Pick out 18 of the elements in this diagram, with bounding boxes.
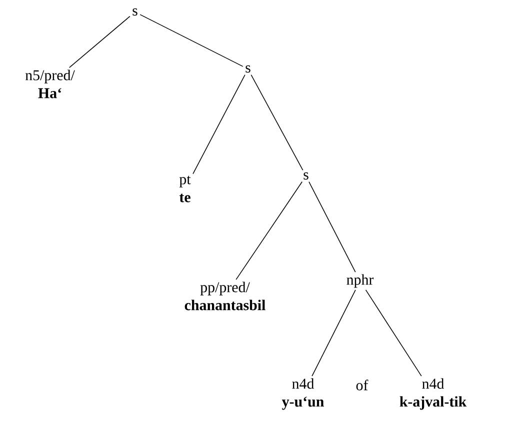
branch-line	[312, 290, 356, 376]
branch-line	[236, 181, 302, 280]
tree-label: n4d k-ajval-tik	[400, 378, 467, 410]
word-label: of	[356, 380, 368, 390]
tree-label: nphr	[346, 274, 374, 288]
tree-label: s	[132, 8, 138, 16]
branch-line	[140, 14, 244, 67]
branch-line	[308, 181, 356, 272]
branch-line	[365, 290, 422, 376]
branch-line	[68, 16, 130, 68]
tree-label: pt te	[179, 176, 191, 202]
tree-label: s	[246, 65, 250, 73]
branch-line	[250, 74, 304, 171]
tree-label: s	[304, 172, 308, 180]
tree-label: n5/pred/ Ha‘	[25, 70, 75, 98]
tree-label: n4d y-u‘un	[282, 378, 324, 410]
branch-line	[192, 74, 246, 174]
tree-label: pp/pred/ chanantasbil	[184, 282, 266, 310]
